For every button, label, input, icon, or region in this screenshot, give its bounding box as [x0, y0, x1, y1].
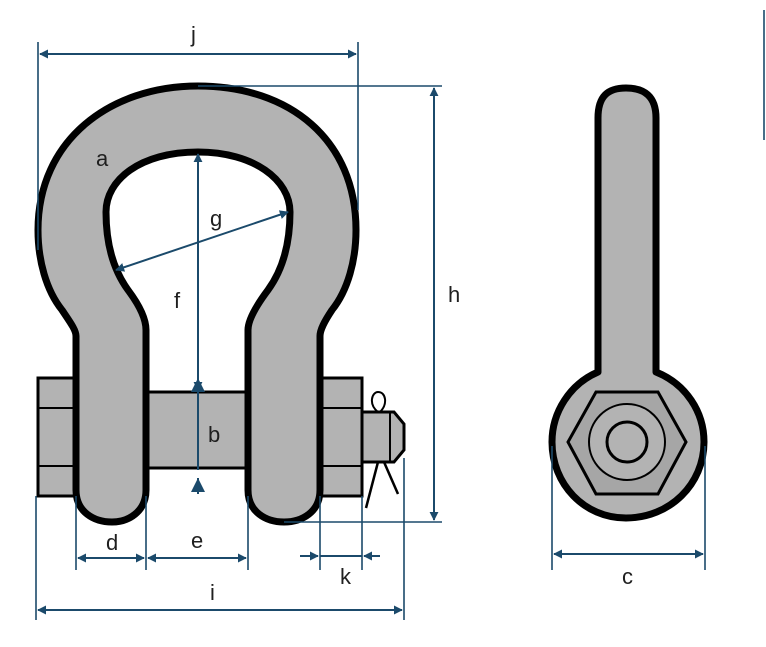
dimension-lines — [37, 49, 704, 615]
label-b: b — [208, 422, 220, 447]
label-d: d — [106, 530, 118, 555]
pin-bore — [605, 420, 649, 464]
pin-nut — [318, 376, 364, 498]
label-g: g — [210, 206, 222, 231]
dim-line-g — [115, 210, 289, 272]
pin-head-left — [36, 376, 78, 498]
shackle-side-view — [548, 84, 708, 522]
cotter-pin — [364, 390, 400, 509]
label-a: a — [96, 146, 109, 171]
label-k: k — [340, 564, 352, 589]
shackle-bow — [34, 82, 360, 526]
label-c: c — [622, 564, 633, 589]
extension-lines — [35, 10, 765, 620]
label-f: f — [174, 288, 181, 313]
label-i: i — [210, 580, 215, 605]
pin-tip — [360, 410, 406, 464]
dimension-labels: j a g f b h d e k i c — [96, 22, 633, 605]
label-h: h — [448, 282, 460, 307]
label-e: e — [191, 528, 203, 553]
label-j: j — [190, 22, 196, 47]
